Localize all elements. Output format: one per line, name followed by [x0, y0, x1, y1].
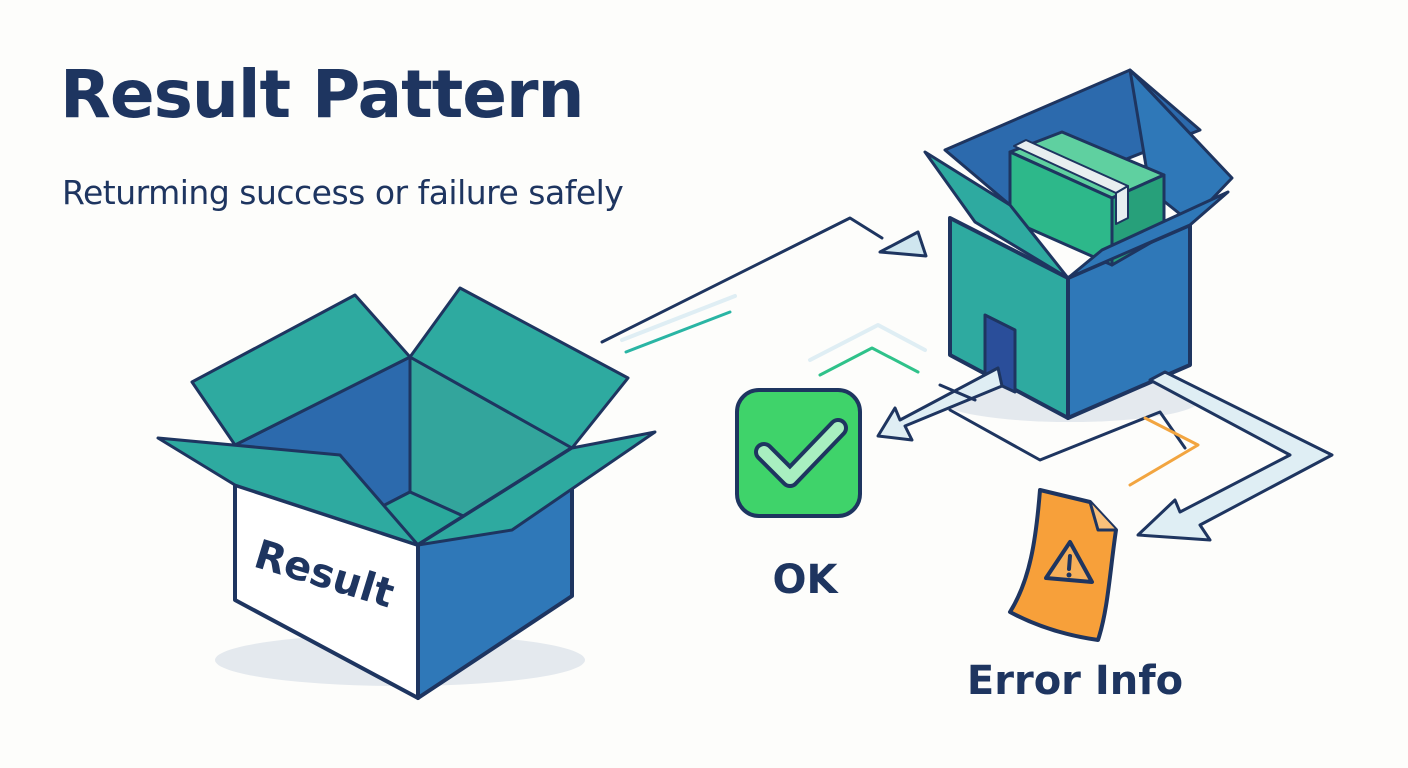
- error-document: Error Info: [967, 488, 1183, 704]
- input-flow-arrow: [600, 216, 928, 354]
- ok-label: OK: [773, 557, 840, 603]
- page-title: Result Pattern: [60, 56, 585, 133]
- warning-triangle-icon: [1044, 540, 1094, 584]
- ok-badge: OK: [735, 388, 862, 603]
- output-box: [923, 68, 1234, 422]
- checkmark-icon: [754, 418, 848, 488]
- result-box: Result: [156, 286, 657, 700]
- flow-paths: [808, 323, 1334, 542]
- package-icon: [1008, 130, 1166, 267]
- error-info-label: Error Info: [967, 658, 1183, 704]
- page-subtitle: Returming success or failure safely: [62, 173, 624, 212]
